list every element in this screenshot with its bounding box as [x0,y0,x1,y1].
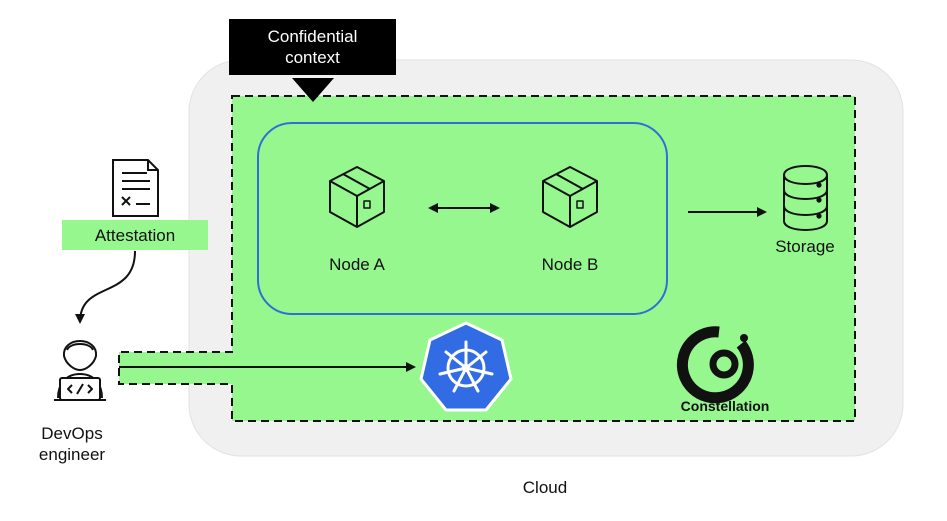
node-a-label: Node A [329,255,385,274]
constellation-label: Constellation [680,398,770,414]
attestation-to-engineer-arrow [75,250,136,324]
attestation-box [62,220,208,250]
confidential-context-pointer [292,78,334,102]
storage-label: Storage [775,237,835,256]
node-b-label: Node B [541,255,599,274]
node-b-box-icon [542,166,598,228]
document-signature-icon [112,159,159,217]
database-icon [783,165,828,231]
developer-laptop-icon [54,340,106,401]
cloud-label: Cloud [522,478,568,497]
confidential-context-label: Confidential context [267,27,358,67]
confidential-context-callout [229,19,396,75]
attestation-label: Attestation [94,226,176,245]
constellation-logo-icon [676,326,754,404]
node-a-box-icon [329,166,385,228]
node-group-box [257,122,668,315]
devops-engineer-label: DevOps engineer [38,424,106,464]
kubernetes-icon [419,321,513,412]
